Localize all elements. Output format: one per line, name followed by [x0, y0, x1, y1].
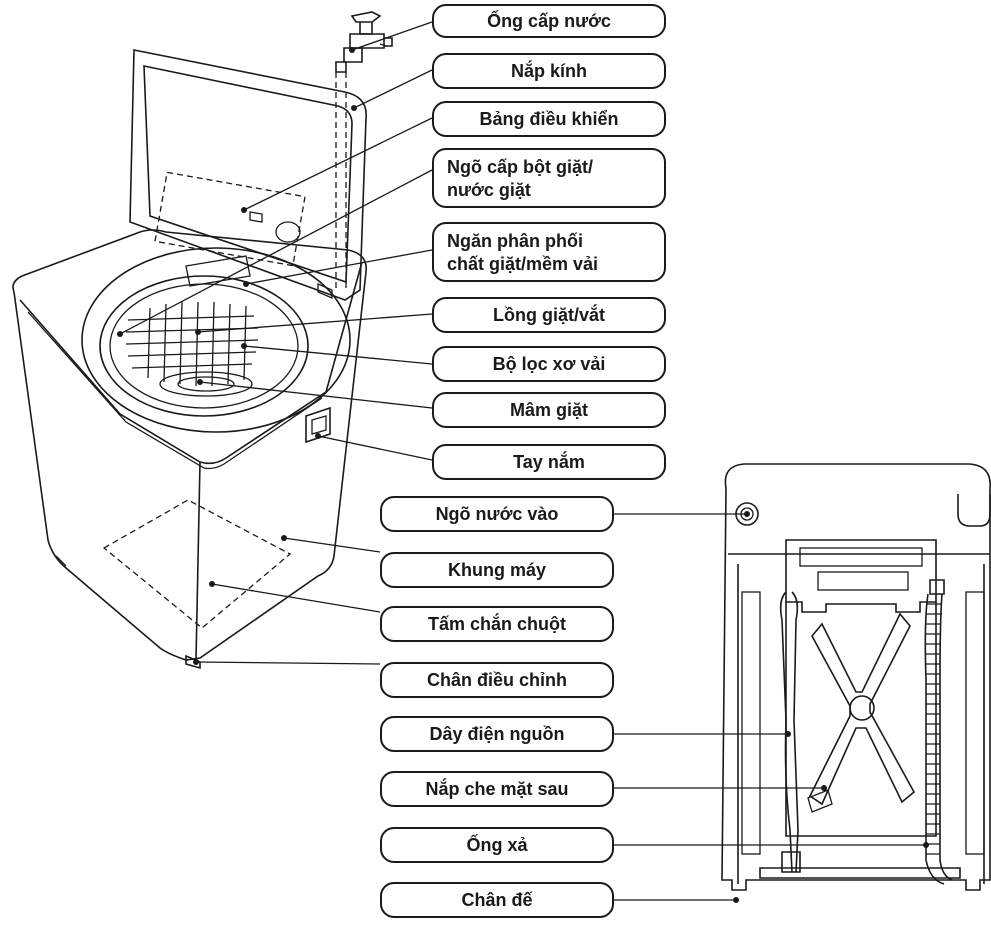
- label-detergent-inlet: Ngõ cấp bột giặt/nước giặt: [432, 148, 666, 208]
- label-base: Chân đế: [380, 882, 614, 918]
- label-water-supply-pipe: Ống cấp nước: [432, 4, 666, 38]
- label-drain-hose: Ống xả: [380, 827, 614, 863]
- label-lint-filter: Bộ lọc xơ vải: [432, 346, 666, 382]
- leader-lines: [117, 21, 929, 903]
- label-cabinet: Khung máy: [380, 552, 614, 588]
- power-cord-drawing: [779, 591, 793, 873]
- front-machine-illustration: [12, 11, 393, 670]
- cabinet-drawing: [12, 229, 367, 670]
- label-back-cover: Nắp che mặt sau: [380, 771, 614, 807]
- label-control-panel: Bảng điều khiển: [432, 101, 666, 137]
- glass-lid-drawing: [129, 49, 367, 301]
- faucet-icon: [335, 11, 393, 73]
- label-pulsator: Mâm giặt: [432, 392, 666, 428]
- back-brace: [807, 612, 916, 813]
- label-power-cord: Dây điện nguồn: [380, 716, 614, 752]
- label-water-inlet: Ngõ nước vào: [380, 496, 614, 532]
- label-rodent-guard: Tấm chắn chuột: [380, 606, 614, 642]
- label-glass-lid: Nắp kính: [432, 53, 666, 89]
- basket-grid: [125, 301, 259, 387]
- drain-hose-drawing: [924, 579, 953, 885]
- label-handle: Tay nắm: [432, 444, 666, 480]
- back-machine-illustration: [721, 463, 991, 891]
- label-wash-tub: Lồng giặt/vắt: [432, 297, 666, 333]
- label-adjustable-foot: Chân điều chỉnh: [380, 662, 614, 698]
